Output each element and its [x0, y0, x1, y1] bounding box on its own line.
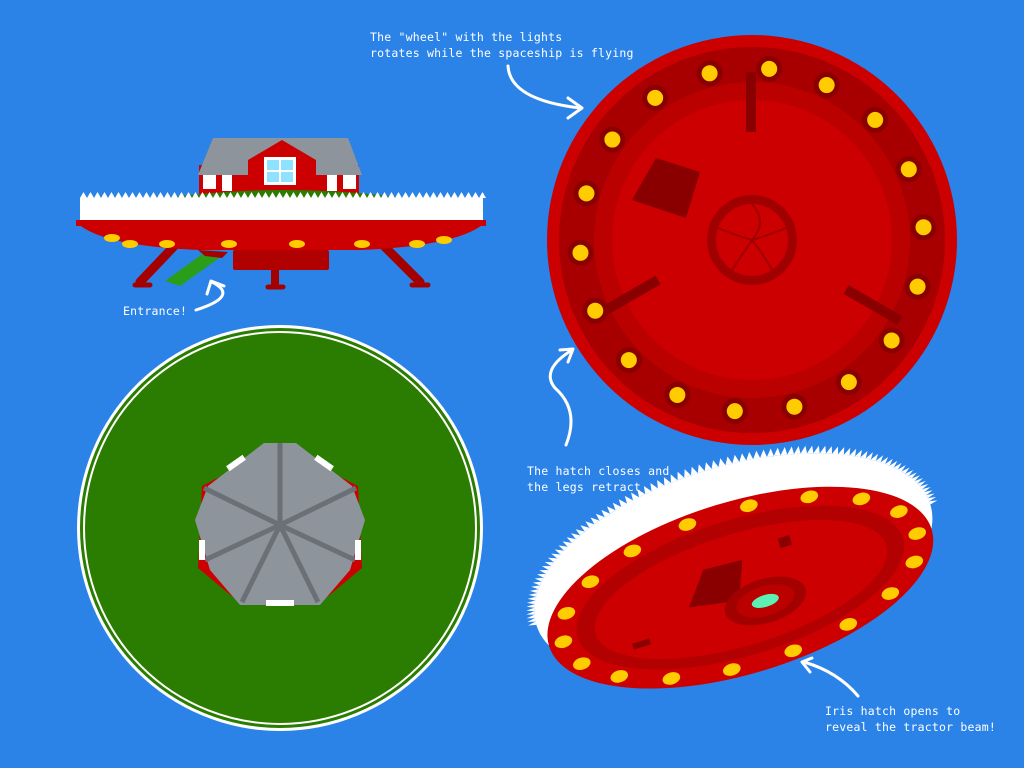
wheel-lights — [567, 55, 937, 425]
annotation-wheel-line2: rotates while the spaceship is flying — [370, 46, 634, 60]
tractor-beam — [751, 593, 779, 608]
curved-arrow-icon — [506, 64, 584, 120]
hull-bottom — [76, 222, 486, 250]
bottom-view-spaceship — [547, 35, 957, 445]
barn-house — [198, 138, 362, 197]
annotation-iris-line1: Iris hatch opens to — [825, 704, 961, 718]
curved-arrow-icon — [548, 347, 575, 447]
side-view-spaceship — [76, 138, 486, 290]
annotation-wheel: The "wheel" with the lights rotates whil… — [370, 29, 634, 61]
curved-arrow-icon — [800, 656, 860, 698]
angled-hatch — [688, 559, 743, 608]
annotation-hatch: The hatch closes and the legs retract — [527, 463, 669, 495]
annotation-entrance: Entrance! — [123, 304, 188, 318]
roof-top-view — [195, 443, 365, 606]
curved-arrow-icon — [194, 279, 226, 312]
annotation-wheel-line1: The "wheel" with the lights — [370, 30, 563, 44]
annotation-iris: Iris hatch opens to reveal the tractor b… — [825, 703, 996, 735]
iris-hatch — [707, 195, 797, 285]
entrance-ramp — [165, 252, 222, 286]
side-lights — [104, 234, 452, 248]
annotation-hatch-line1: The hatch closes and — [527, 464, 670, 478]
top-view-spaceship — [77, 325, 483, 731]
retracted-legs — [603, 72, 903, 325]
annotation-iris-line2: reveal the tractor beam! — [825, 720, 996, 734]
angled-view-spaceship — [526, 445, 938, 689]
white-fence — [80, 192, 486, 222]
angled-iris — [724, 576, 806, 626]
hatch — [632, 158, 700, 218]
annotation-hatch-line2: the legs retract — [527, 480, 641, 494]
